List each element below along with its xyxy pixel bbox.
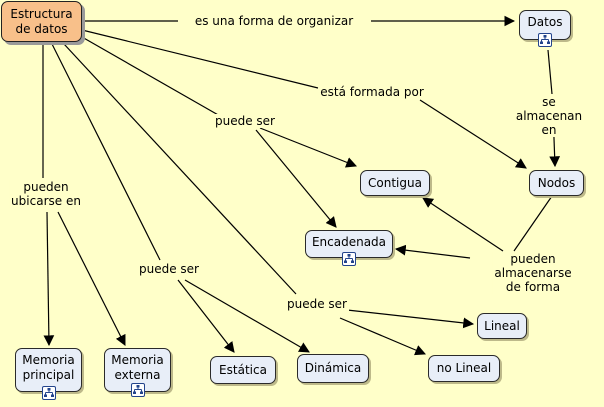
link-line <box>547 49 553 95</box>
link-line <box>57 211 126 346</box>
link-label-pueden-almacenarse: pueden almacenarse de forma <box>492 252 574 294</box>
concept-map-resource-icon[interactable] <box>538 33 552 47</box>
link-line <box>422 197 504 252</box>
concept-label: Dinámica <box>304 361 362 375</box>
link-label-pueden-ubicarse: pueden ubicarse en <box>9 180 83 208</box>
link-label-se-almacenan: se almacenan en <box>513 95 585 137</box>
concept-label: Contigua <box>368 175 422 190</box>
link-line <box>184 279 310 353</box>
concept-no-lineal[interactable]: no Lineal <box>428 355 500 382</box>
concept-dinamica[interactable]: Dinámica <box>297 354 369 383</box>
link-label-es-una-forma: es una forma de organizar <box>192 14 356 28</box>
concept-label: Datos <box>527 15 563 29</box>
concept-label: Estructura de datos <box>10 6 73 36</box>
concept-label: Encadenada <box>311 235 387 249</box>
link-label-puede-ser-1: puede ser <box>213 114 277 128</box>
link-line <box>394 244 471 259</box>
link-line <box>255 129 337 228</box>
concept-memoria-externa[interactable]: Memoria externa <box>104 348 171 392</box>
concept-memoria-principal[interactable]: Memoria principal <box>15 348 82 392</box>
concept-lineal[interactable]: Lineal <box>477 313 527 339</box>
link-line <box>177 279 235 353</box>
concept-map-resource-icon[interactable] <box>342 252 356 266</box>
link-line <box>51 43 161 261</box>
concept-label: Memoria principal <box>22 353 75 382</box>
link-line <box>81 36 221 117</box>
link-label-puede-ser-3: puede ser <box>285 297 349 311</box>
link-line <box>339 317 426 356</box>
link-label-puede-ser-2: puede ser <box>137 262 201 276</box>
link-line <box>419 99 527 169</box>
link-line <box>63 43 297 295</box>
concept-estatica[interactable]: Estática <box>210 356 276 384</box>
link-line <box>43 211 55 347</box>
link-label-formada-por: está formada por <box>318 85 426 99</box>
concept-contigua[interactable]: Contigua <box>360 170 430 196</box>
concept-estructura-de-datos[interactable]: Estructura de datos <box>1 1 82 42</box>
concept-map-resource-icon[interactable] <box>131 383 145 397</box>
concept-nodos[interactable]: Nodos <box>529 170 584 196</box>
concept-label: Estática <box>219 362 267 377</box>
concept-label: no Lineal <box>436 361 492 375</box>
concept-label: Nodos <box>537 175 576 190</box>
concept-datos[interactable]: Datos <box>519 10 571 40</box>
link-line <box>259 127 358 168</box>
concept-label: Lineal <box>484 318 520 333</box>
link-line <box>81 29 319 89</box>
link-line <box>337 308 475 329</box>
link-line <box>513 195 553 252</box>
concept-map-resource-icon[interactable] <box>42 386 56 400</box>
concept-label: Memoria externa <box>111 353 164 382</box>
